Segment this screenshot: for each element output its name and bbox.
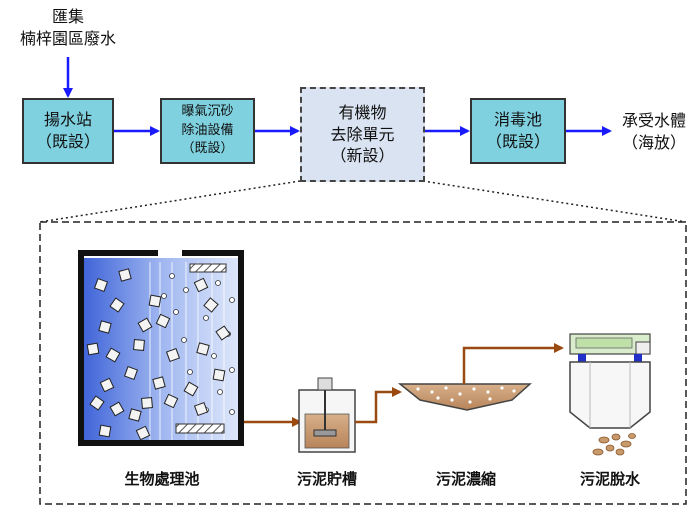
disinfection-status: （既設） — [485, 132, 550, 151]
receiving-water-line1: 承受水體 — [621, 111, 686, 130]
bio-tank-label: 生物處理池 — [124, 470, 200, 488]
grit-chamber-status: （既設） — [181, 141, 234, 157]
grit-chamber-label-2: 除油設備 — [181, 122, 234, 138]
receiving-water-label: 承受水體 （海放） — [608, 110, 700, 153]
pump-station-box: 揚水站 （既設） — [22, 98, 114, 164]
zoom-line-left — [39, 180, 301, 223]
sludge-storage-graphic — [298, 377, 356, 453]
disinfection-tank-box: 消毒池 （既設） — [470, 98, 566, 164]
dewatering-graphic — [569, 333, 651, 456]
organic-unit-label-1: 有機物 — [338, 103, 387, 123]
pipe-thickener-to-dewatering — [462, 343, 564, 384]
sludge-thickener-graphic — [397, 383, 532, 411]
receiving-water-line2: （海放） — [621, 132, 686, 152]
influent-source-line2: 楠梓園區廢水 — [20, 28, 117, 48]
pump-station-label: 揚水站 — [43, 110, 92, 130]
sludge-storage-label: 污泥貯槽 — [296, 470, 357, 488]
bio-tank-graphic — [78, 250, 244, 446]
disinfection-label: 消毒池 — [493, 110, 542, 130]
sludge-thickening-label: 污泥濃縮 — [435, 470, 496, 488]
organic-unit-status: （新設） — [330, 146, 395, 166]
grit-chamber-label-1: 曝氣沉砂 — [181, 103, 234, 119]
influent-source-label: 匯集 楠梓園區廢水 — [20, 6, 116, 49]
pipe-storage-to-thickener — [355, 387, 402, 424]
sludge-dewatering-label: 污泥脫水 — [579, 470, 640, 488]
influent-source-line1: 匯集 — [51, 7, 84, 26]
zoom-line-right — [422, 180, 687, 223]
detail-frame — [39, 221, 687, 505]
organic-removal-unit-box: 有機物 去除單元 （新設） — [300, 87, 425, 182]
grit-chamber-box: 曝氣沉砂 除油設備 （既設） — [160, 98, 255, 164]
pump-station-status: （既設） — [35, 132, 100, 151]
organic-unit-label-2: 去除單元 — [330, 124, 395, 144]
